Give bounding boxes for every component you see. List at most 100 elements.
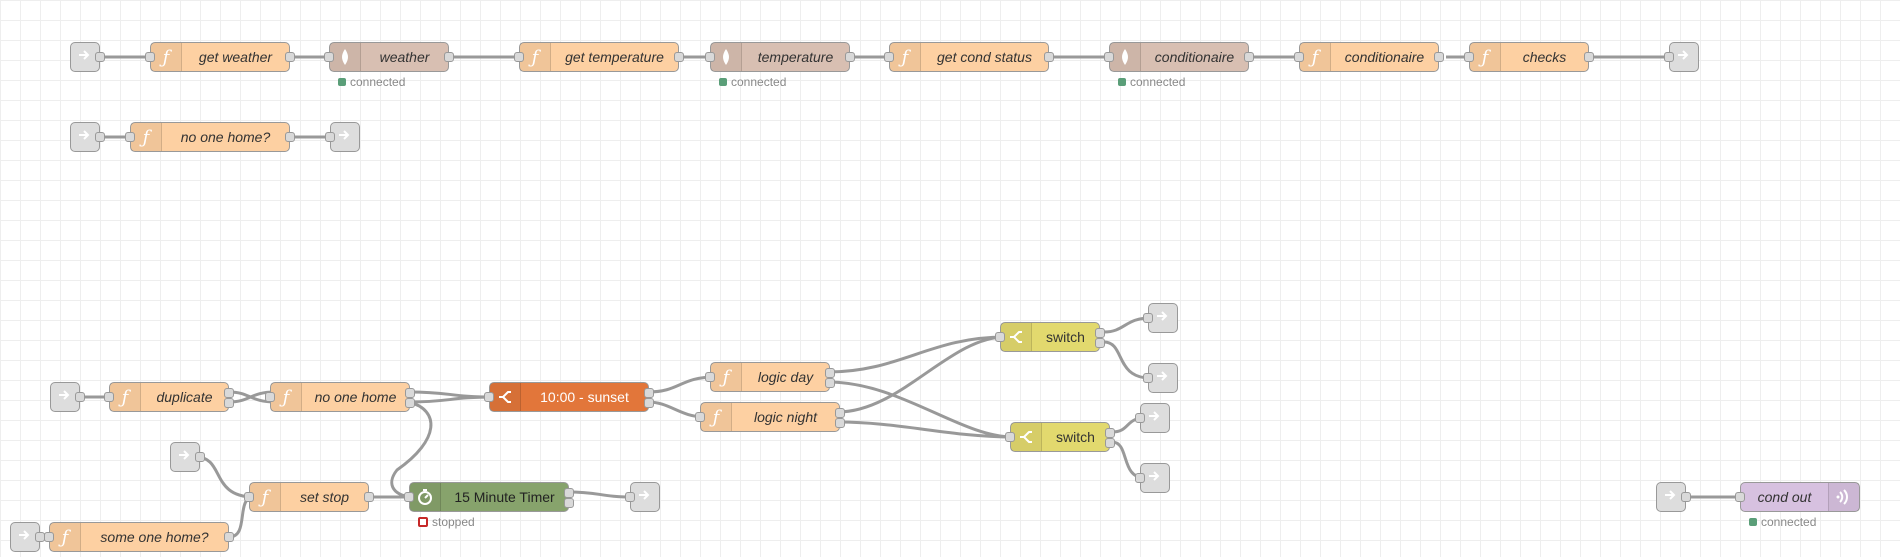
output-port[interactable] [444,52,454,62]
status-connected: connected [1118,75,1185,89]
websocket-node-temperature[interactable]: temperature [705,42,855,72]
link-out-node[interactable] [1143,363,1178,393]
output-port-1[interactable] [644,388,654,398]
link-in-node[interactable] [70,42,105,72]
switch-node-a[interactable]: switch [995,322,1105,352]
output-port[interactable] [195,452,205,462]
time-trigger-node[interactable]: 10:00 - sunset [484,382,654,412]
output-port-2[interactable] [564,498,574,508]
input-port[interactable] [884,52,894,62]
websocket-out-node-cond-out[interactable]: cond out [1735,482,1860,512]
function-node-get-temperature[interactable]: ƒ get temperature [514,42,684,72]
input-port[interactable] [625,492,635,502]
input-port[interactable] [145,52,155,62]
output-port[interactable] [75,392,85,402]
input-port[interactable] [705,52,715,62]
output-port[interactable] [95,132,105,142]
broadcast-icon [1828,483,1859,511]
output-port[interactable] [95,52,105,62]
function-node-get-weather[interactable]: ƒ get weather [145,42,295,72]
input-port[interactable] [324,52,334,62]
link-out-node[interactable] [1135,403,1170,433]
function-node-set-stop[interactable]: ƒ set stop [244,482,374,512]
output-port[interactable] [1584,52,1594,62]
input-port[interactable] [1143,373,1153,383]
function-node-checks[interactable]: ƒ checks [1464,42,1594,72]
output-port[interactable] [1681,492,1691,502]
input-port[interactable] [1104,52,1114,62]
function-node-duplicate[interactable]: ƒ duplicate [104,382,234,412]
link-in-node[interactable] [50,382,85,412]
output-port-1[interactable] [825,368,835,378]
websocket-node-conditionaire[interactable]: conditionaire [1104,42,1254,72]
input-port[interactable] [695,412,705,422]
input-port[interactable] [125,132,135,142]
input-port[interactable] [705,372,715,382]
output-port[interactable] [1044,52,1054,62]
function-node-conditionaire[interactable]: ƒ conditionaire [1294,42,1444,72]
link-out-node[interactable] [1143,303,1178,333]
output-port[interactable] [224,532,234,542]
timer-node[interactable]: 15 Minute Timer [404,482,574,512]
input-port[interactable] [1135,413,1145,423]
output-port[interactable] [285,52,295,62]
link-in-node[interactable] [1656,482,1691,512]
websocket-node-weather[interactable]: weather [324,42,454,72]
function-node-get-cond-status[interactable]: ƒ get cond status [884,42,1054,72]
input-port[interactable] [404,492,414,502]
input-port[interactable] [325,132,335,142]
function-node-no-one-home[interactable]: ƒ no one home [265,382,415,412]
output-port-2[interactable] [1095,338,1105,348]
output-port-1[interactable] [835,408,845,418]
input-port[interactable] [44,532,54,542]
output-port[interactable] [285,132,295,142]
input-port[interactable] [484,392,494,402]
link-in-node[interactable] [170,442,205,472]
websocket-icon [711,43,742,71]
input-port[interactable] [1135,473,1145,483]
output-port-2[interactable] [825,378,835,388]
link-out-node[interactable] [625,482,660,512]
input-port[interactable] [104,392,114,402]
switch-node-b[interactable]: switch [1005,422,1115,452]
output-port-1[interactable] [224,388,234,398]
link-in-icon [77,47,93,68]
output-port-2[interactable] [1105,438,1115,448]
node-label: switch [1056,429,1095,445]
function-node-no-one-home-question[interactable]: ƒ no one home? [125,122,295,152]
input-port[interactable] [1143,313,1153,323]
input-port[interactable] [1005,432,1015,442]
output-port[interactable] [1244,52,1254,62]
input-port[interactable] [1464,52,1474,62]
output-port-2[interactable] [405,398,415,408]
link-out-node[interactable] [1664,42,1699,72]
input-port[interactable] [1294,52,1304,62]
link-in-node[interactable] [70,122,105,152]
link-in-node[interactable] [10,522,45,552]
output-port[interactable] [364,492,374,502]
function-node-logic-day[interactable]: ƒ logic day [705,362,835,392]
output-port-1[interactable] [1095,328,1105,338]
output-port-1[interactable] [564,488,574,498]
function-icon: ƒ [271,383,302,411]
function-node-some-one-home[interactable]: ƒ some one home? [44,522,234,552]
link-out-node[interactable] [325,122,360,152]
output-port-1[interactable] [1105,428,1115,438]
input-port[interactable] [995,332,1005,342]
output-port-2[interactable] [224,398,234,408]
output-port-2[interactable] [835,418,845,428]
input-port[interactable] [1735,492,1745,502]
output-port-2[interactable] [644,398,654,408]
input-port[interactable] [244,492,254,502]
input-port[interactable] [514,52,524,62]
output-port[interactable] [674,52,684,62]
output-port[interactable] [845,52,855,62]
status-dot [1749,518,1757,526]
input-port[interactable] [265,392,275,402]
output-port-1[interactable] [405,388,415,398]
function-node-logic-night[interactable]: ƒ logic night [695,402,845,432]
link-out-node[interactable] [1135,463,1170,493]
output-port[interactable] [1434,52,1444,62]
input-port[interactable] [1664,52,1674,62]
